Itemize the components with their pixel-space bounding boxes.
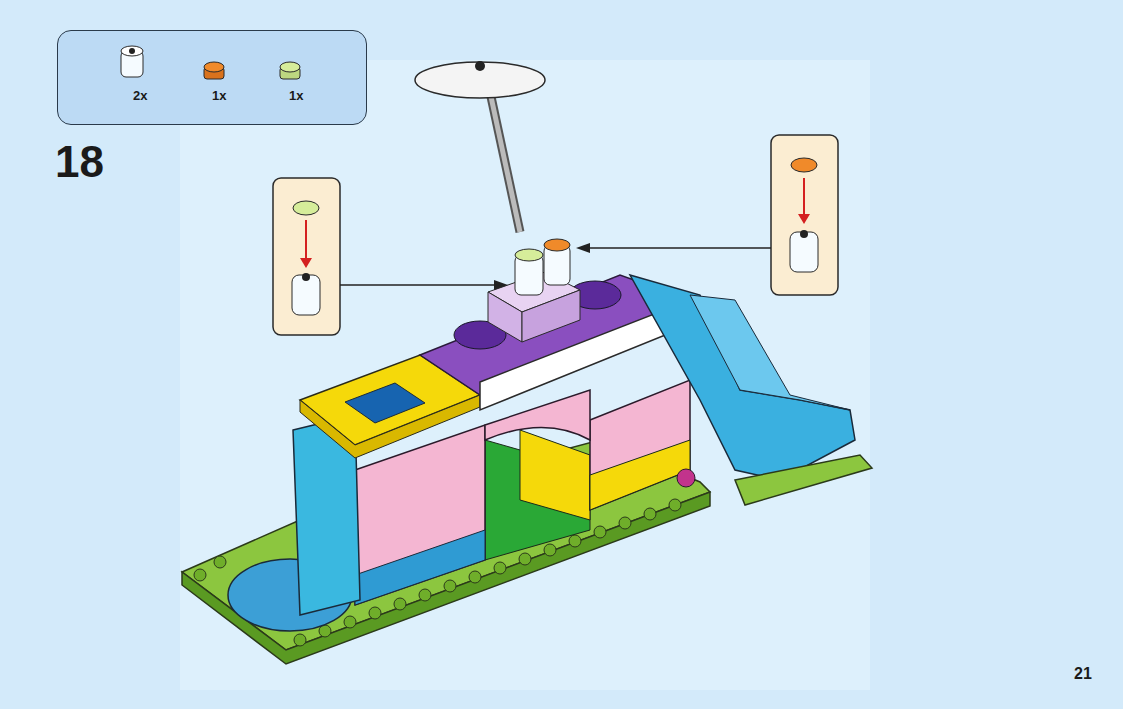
parts-list-box: 2x 1x 1x [57,30,367,125]
part-quantity: 2x [133,88,147,103]
page-number: 21 [1074,665,1092,683]
part-quantity: 1x [212,88,226,103]
part-quantity: 1x [289,88,303,103]
step-number: 18 [55,137,104,187]
part-icons [58,31,368,126]
background-panel [180,60,870,690]
